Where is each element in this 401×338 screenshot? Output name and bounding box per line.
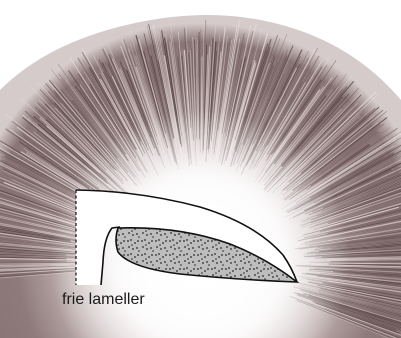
free-gills-label: frie lameller: [62, 291, 145, 308]
